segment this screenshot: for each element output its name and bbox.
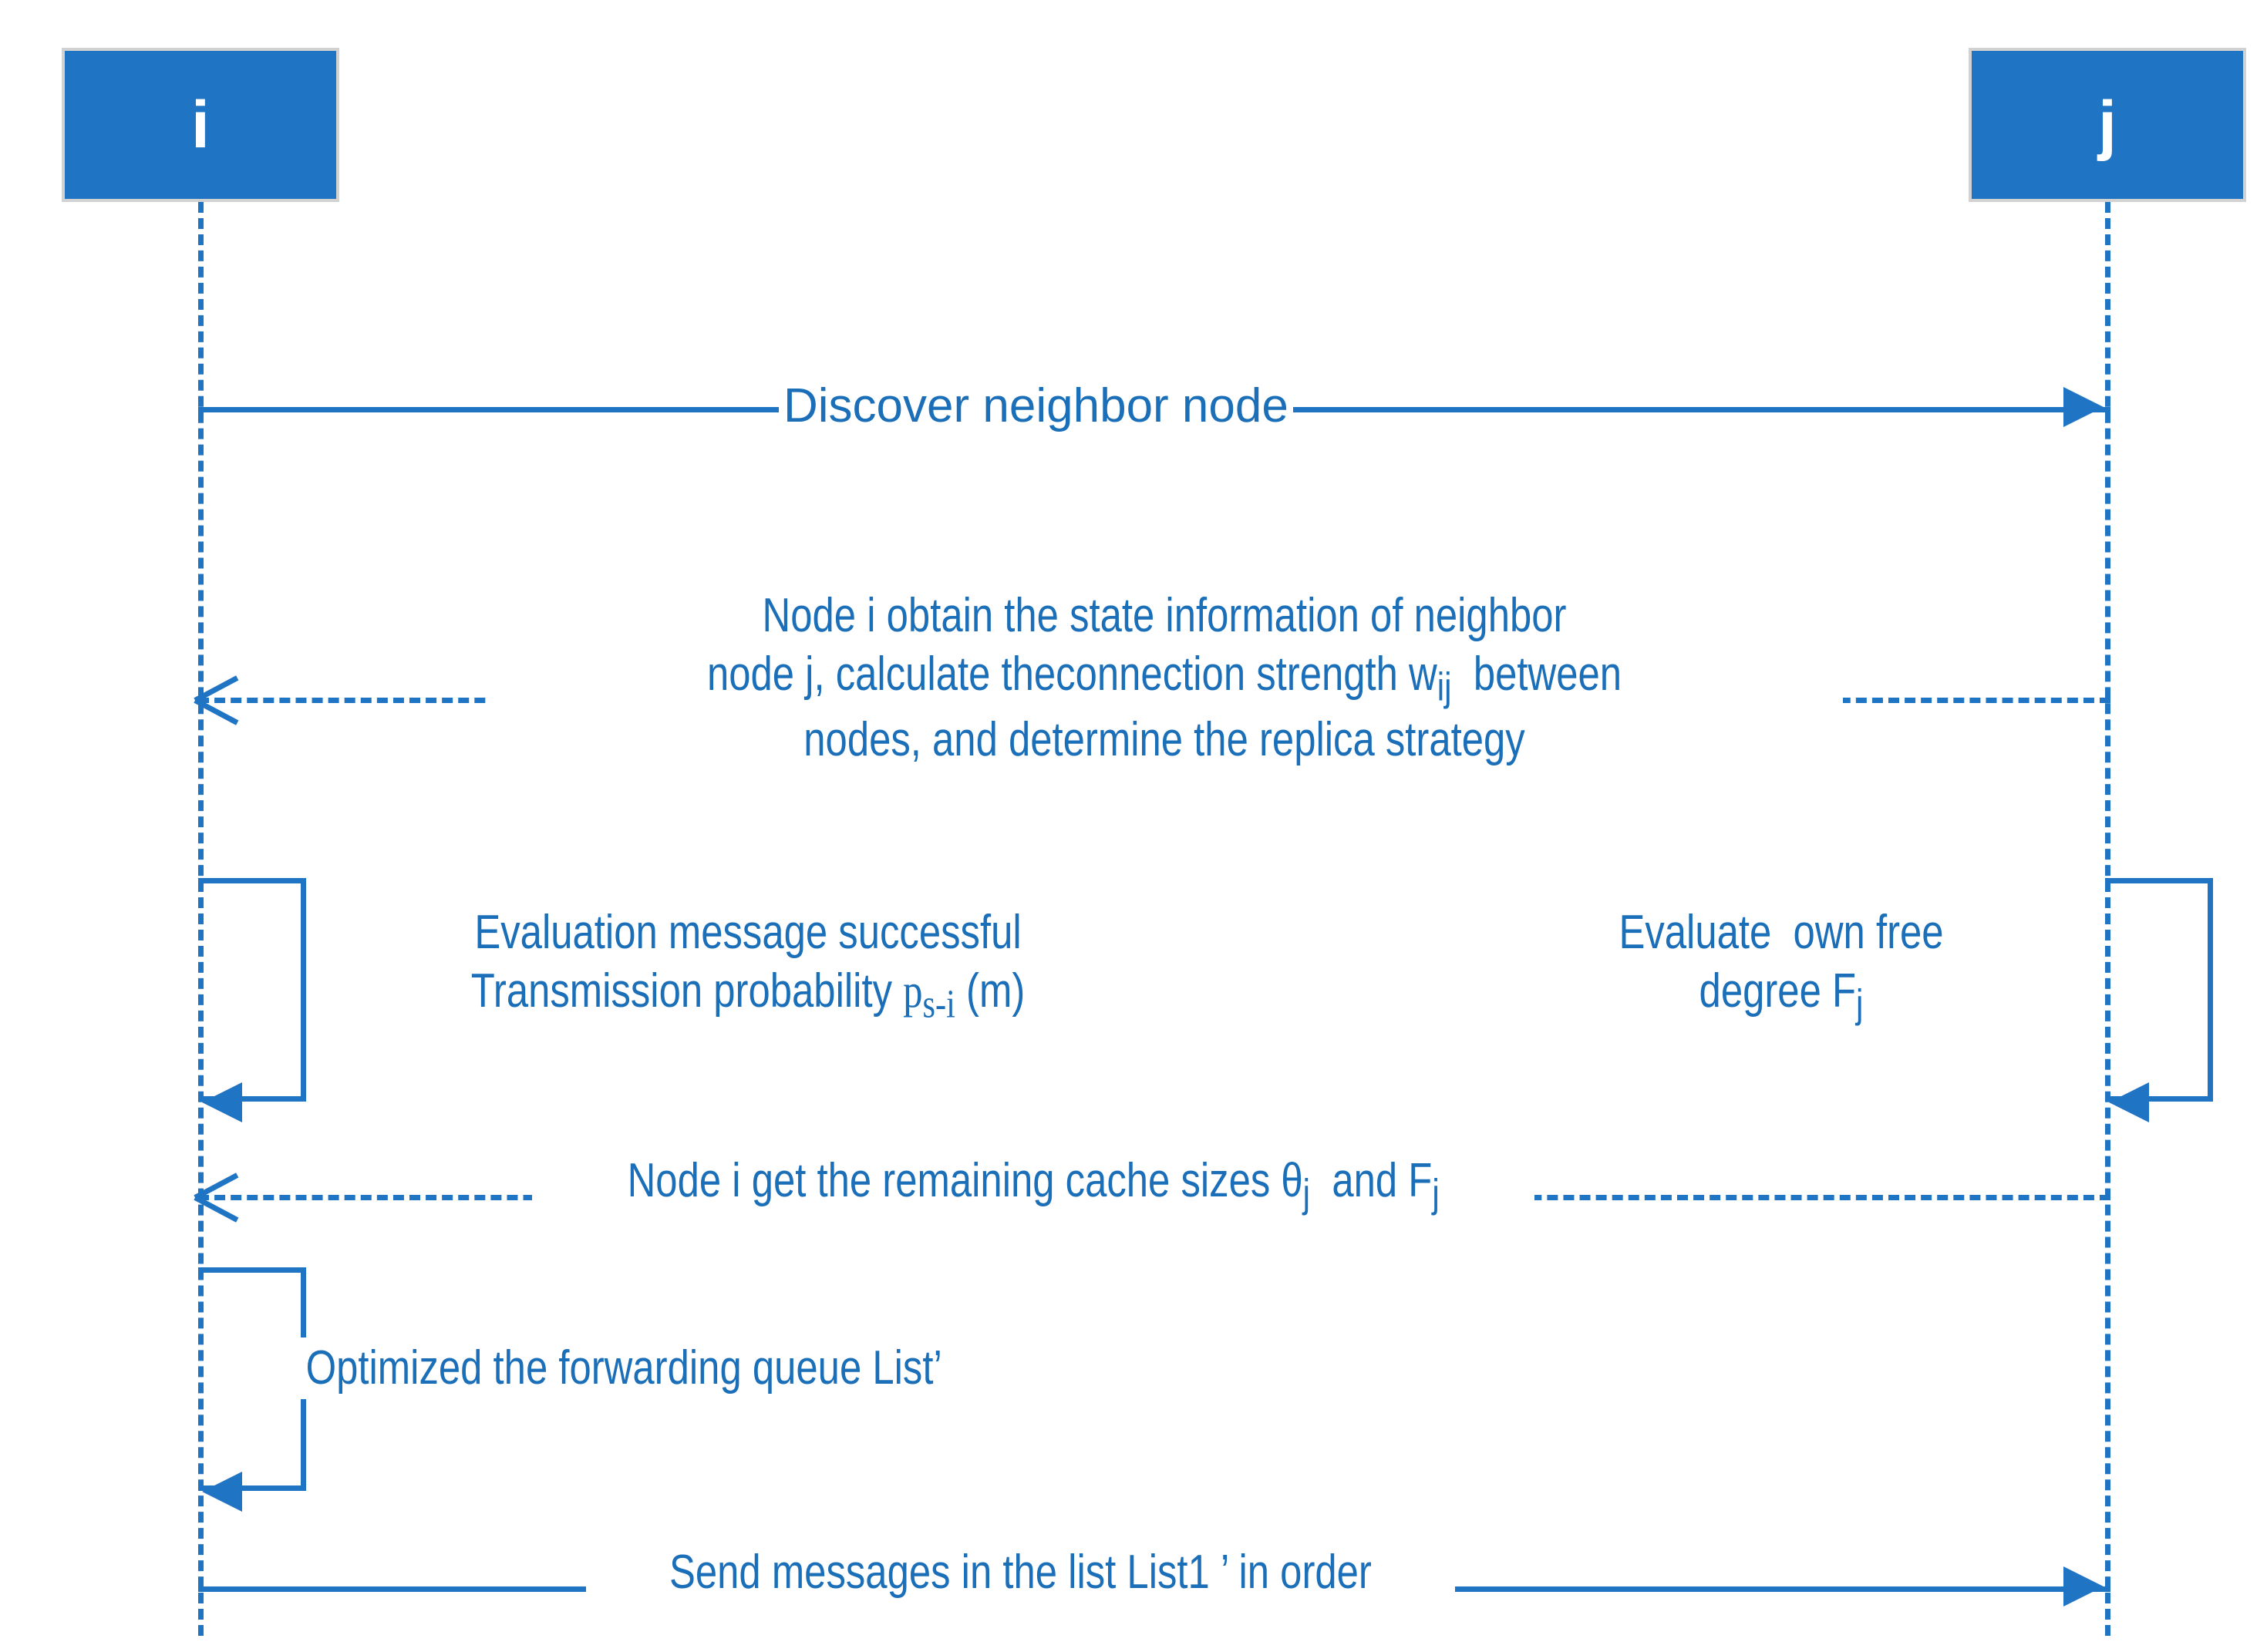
arrow-head-m5-lower xyxy=(194,1195,239,1223)
message-label-m3-line2: Transmission probability ps-i (m) xyxy=(470,964,1026,1027)
arrow-head-m7 xyxy=(2063,1566,2104,1607)
message-label-block-m4: Evaluate own free degree Fj xyxy=(1488,903,2074,1028)
message-label-block-m2: Node i obtain the state information of n… xyxy=(486,582,1843,774)
message-label-wrap-m6: Optimized the forwarding queue List’ xyxy=(231,1337,1017,1399)
arrow-head-m3 xyxy=(202,1082,242,1122)
lifeline-j xyxy=(2105,202,2110,1636)
message-label-block-m3: Evaluation message successful Transmissi… xyxy=(324,903,1172,1028)
self-call-loop-m4 xyxy=(2105,878,2213,1102)
self-call-loop-m3 xyxy=(198,878,306,1102)
arrow-head-m1 xyxy=(2063,387,2104,427)
arrow-head-m4 xyxy=(2109,1082,2149,1122)
message-label-m1: Discover neighbor node xyxy=(783,379,1288,432)
lifeline-box-i[interactable]: i xyxy=(62,48,339,202)
arrow-head-m2-upper xyxy=(194,675,239,703)
arrow-head-m5-upper xyxy=(194,1173,239,1200)
message-label-m7: Send messages in the list List1 ’ in ord… xyxy=(669,1546,1372,1599)
arrow-head-m6 xyxy=(202,1472,242,1512)
message-label-m3-line1: Evaluation message successful xyxy=(474,906,1022,959)
lifeline-label-i: i xyxy=(191,88,210,162)
message-label-wrap-m1: Discover neighbor node xyxy=(779,378,1293,436)
lifeline-i xyxy=(198,202,204,1636)
message-label-m2-line1: Node i obtain the state information of n… xyxy=(762,589,1567,642)
message-label-m6: Optimized the forwarding queue List’ xyxy=(305,1341,942,1395)
lifeline-box-j[interactable]: j xyxy=(1969,48,2246,202)
lifeline-label-j: j xyxy=(2098,88,2117,162)
message-label-m4-line2: degree Fj xyxy=(1699,964,1864,1026)
arrow-head-m2-lower xyxy=(194,698,239,725)
arrow-head-m2 xyxy=(194,674,239,725)
message-label-wrap-m7: Send messages in the list List1 ’ in ord… xyxy=(586,1542,1455,1603)
message-label-wrap-m5: Node i get the remaining cache sizes θj … xyxy=(532,1150,1535,1220)
message-label-m4-line1: Evaluate own free xyxy=(1619,906,1944,959)
arrow-head-m5 xyxy=(194,1171,239,1223)
message-label-m5: Node i get the remaining cache sizes θj … xyxy=(627,1154,1440,1216)
message-label-m2-line3: nodes, and determine the replica strateg… xyxy=(803,713,1525,767)
message-label-m2-line2: node j, calculate theconnection strength… xyxy=(706,647,1622,709)
